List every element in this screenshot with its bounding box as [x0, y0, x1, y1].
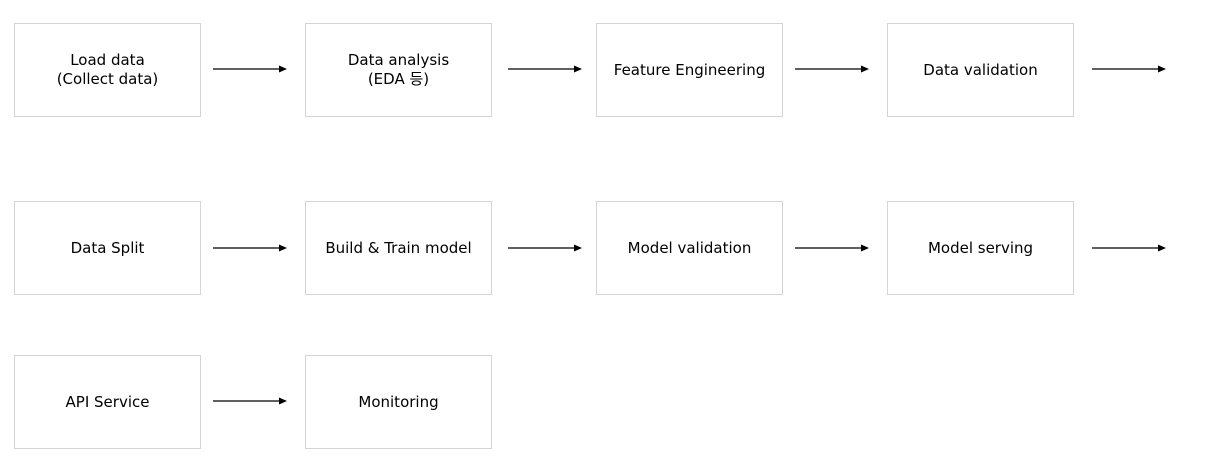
arrow-right-icon: [1092, 64, 1166, 74]
step-load-data: Load data (Collect data): [14, 23, 201, 117]
arrow-right-icon: [508, 243, 582, 253]
step-data-validation: Data validation: [887, 23, 1074, 117]
arrow-right-icon: [213, 396, 287, 406]
arrow-right-icon: [213, 243, 287, 253]
arrow-right-icon: [508, 64, 582, 74]
arrow-right-icon: [213, 64, 287, 74]
arrow-right-icon: [795, 64, 869, 74]
step-model-serving: Model serving: [887, 201, 1074, 295]
step-feature-engineering: Feature Engineering: [596, 23, 783, 117]
step-data-split: Data Split: [14, 201, 201, 295]
step-build-train-model: Build & Train model: [305, 201, 492, 295]
step-monitoring: Monitoring: [305, 355, 492, 449]
step-model-validation: Model validation: [596, 201, 783, 295]
arrow-right-icon: [795, 243, 869, 253]
step-api-service: API Service: [14, 355, 201, 449]
arrow-right-icon: [1092, 243, 1166, 253]
step-data-analysis: Data analysis (EDA 등): [305, 23, 492, 117]
